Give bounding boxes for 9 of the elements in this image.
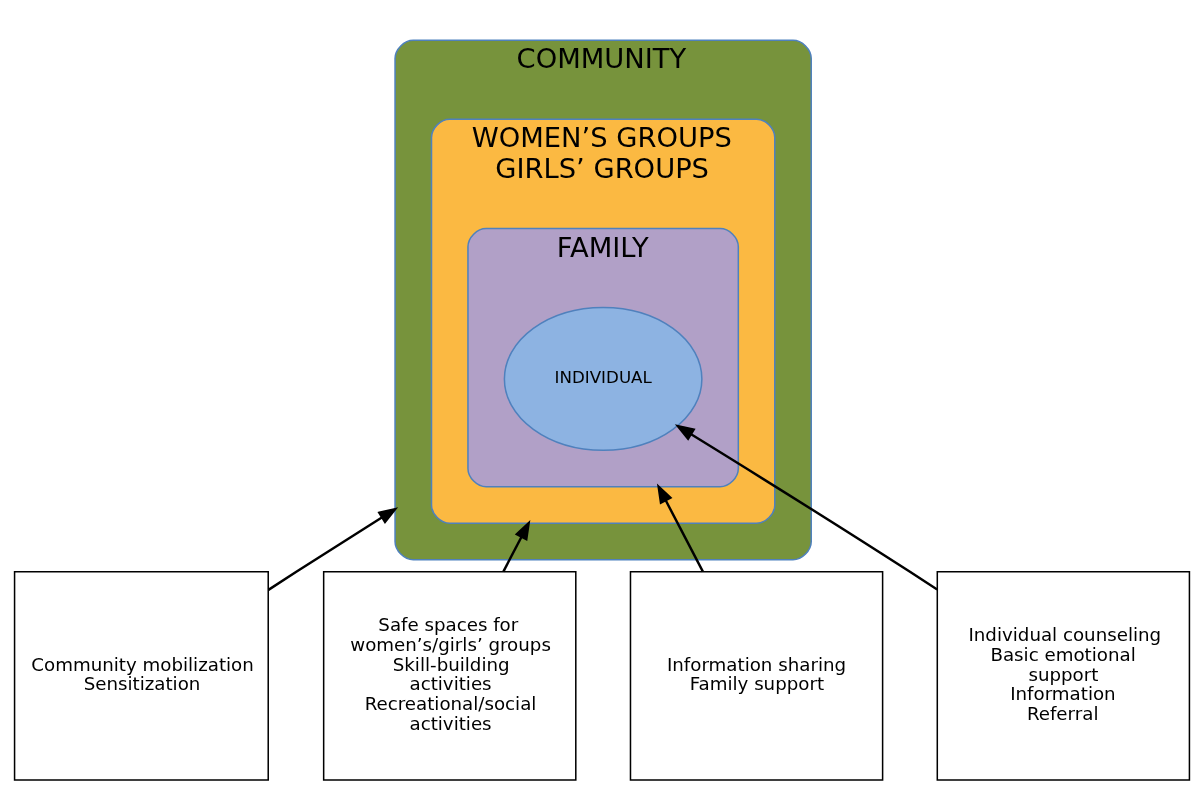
node-ellipse: INDIVIDUAL [503,306,703,451]
node-box: Safe spaces for women’s/girls’ groups Skill-building activities Recreational/social activities [322,570,577,781]
arrow [267,506,399,591]
node-box: Community mobilization Sensitization [13,570,269,781]
arrow [674,423,938,591]
arrow [502,519,531,572]
arrow [656,483,704,572]
node-box: Information sharing Family support [629,570,884,781]
node-box: Individual counseling Basic emotional support Information Referral [936,570,1191,781]
